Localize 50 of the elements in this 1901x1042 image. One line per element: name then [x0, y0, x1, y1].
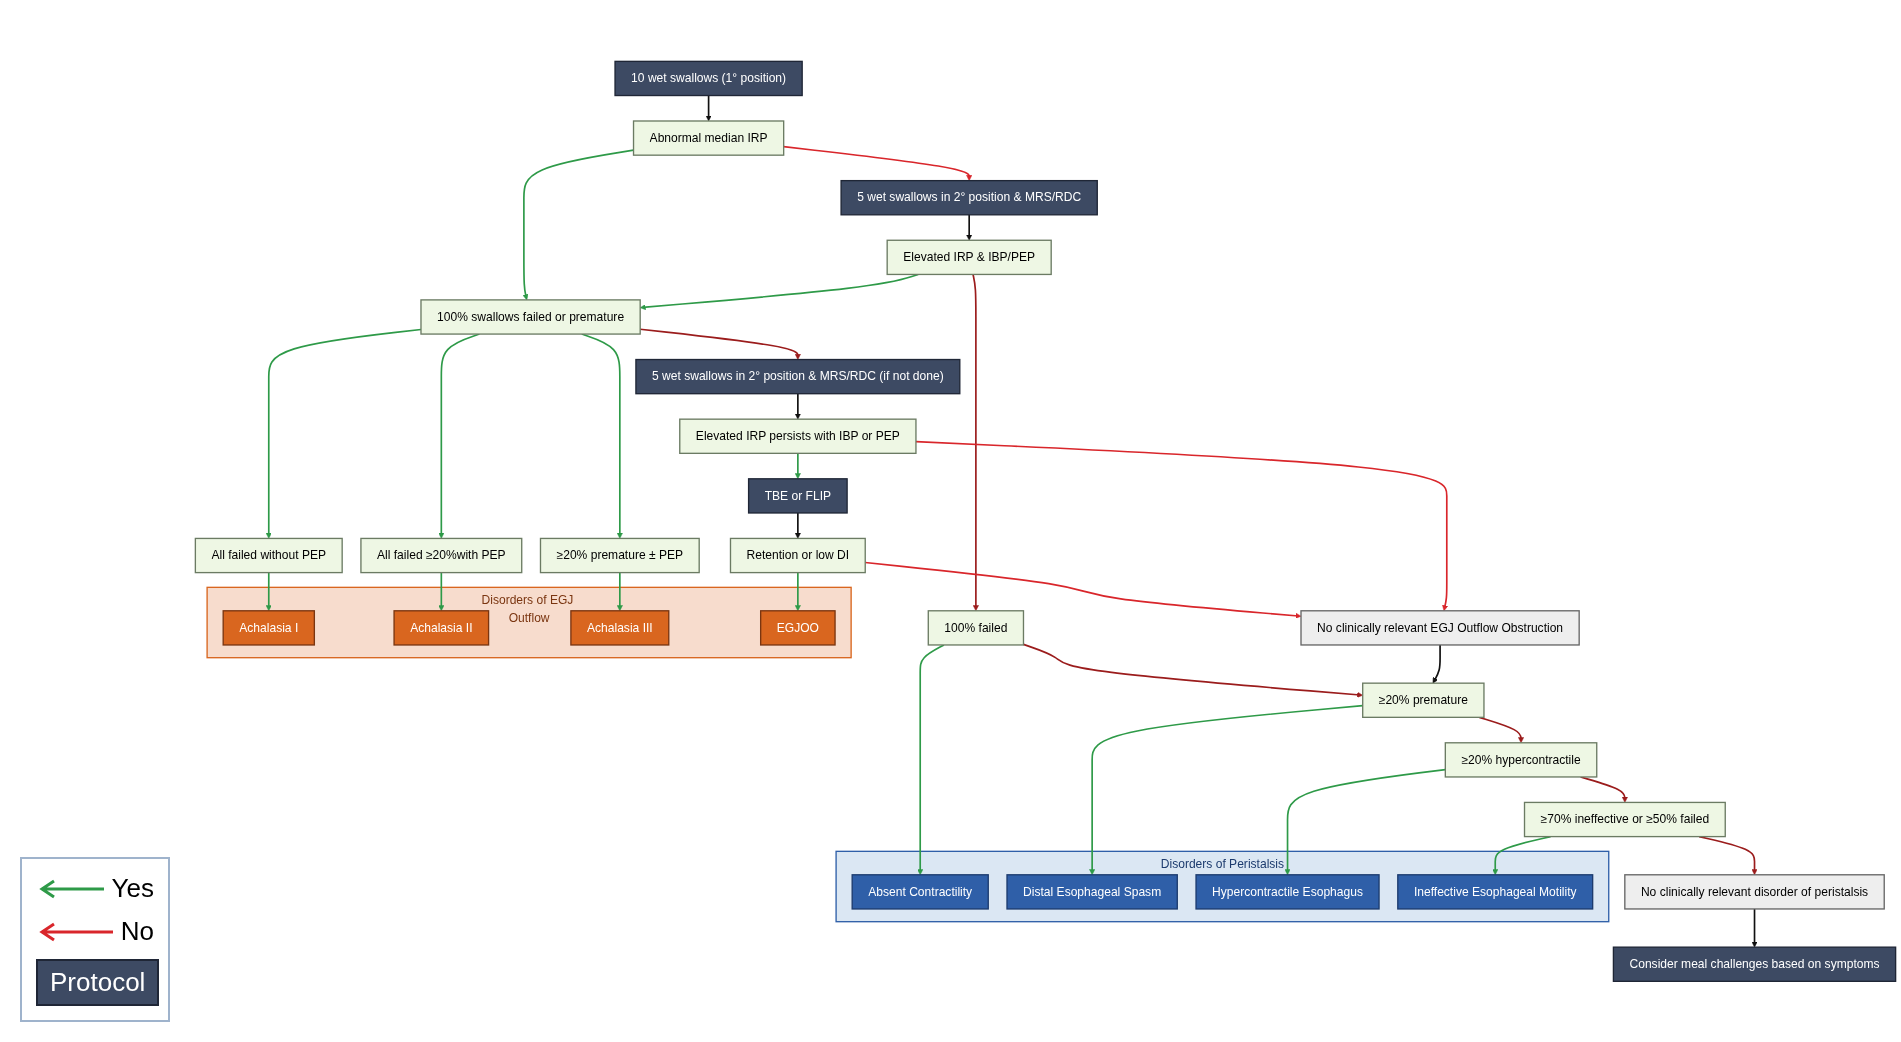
outcome-box: No clinically relevant EGJ Outflow Obstruction — [1300, 609, 1580, 646]
arrow — [794, 392, 801, 420]
outcome-box: No clinically relevant disorder of peristalsis — [1624, 873, 1885, 910]
arrow — [1478, 716, 1524, 743]
criterion-box: Retention or low DI — [729, 537, 866, 573]
criterion-box: 100% failed — [927, 609, 1025, 646]
arrow — [1022, 643, 1363, 698]
group-title: Disorders of Peristalsis — [1160, 857, 1285, 871]
criterion-box: ≥70% ineffective or ≥50% failed — [1523, 801, 1726, 837]
protocol-box: Consider meal challenges based on symptoms — [1612, 946, 1897, 982]
criterion-box: Abnormal median IRP — [632, 120, 785, 156]
arrow — [794, 571, 801, 611]
arrow — [1432, 643, 1441, 684]
arrow — [438, 571, 445, 611]
diagnosis-box: Ineffective Esophageal Motility — [1397, 873, 1594, 910]
protocol-box: 5 wet swallows in 2° position & MRS/RDC — [840, 179, 1098, 216]
criterion-box: ≥20% hypercontractile — [1444, 741, 1598, 778]
diagnosis-box: Achalasia II — [393, 609, 490, 646]
diagnosis-box: Absent Contractility — [851, 873, 989, 910]
protocol-box: 10 wet swallows (1° position) — [614, 60, 803, 96]
arrow — [794, 452, 801, 479]
arrow — [917, 643, 945, 875]
arrow — [705, 94, 712, 121]
arrow — [616, 571, 623, 611]
legend-label: Protocol — [36, 959, 160, 1006]
criterion-box: ≥20% premature ± PEP — [539, 537, 700, 573]
criterion-box: Elevated IRP persists with IBP or PEP — [679, 418, 917, 454]
criterion-box: ≥20% premature — [1362, 682, 1485, 718]
criterion-box: All failed without PEP — [194, 537, 343, 573]
arrow — [966, 213, 973, 241]
criterion-box: Elevated IRP & IBP/PEP — [886, 239, 1052, 275]
protocol-box: 5 wet swallows in 2° position & MRS/RDC (if not done) — [635, 358, 961, 395]
protocol-box: TBE or FLIP — [747, 477, 848, 514]
diagnosis-box: Achalasia I — [222, 609, 316, 646]
diagnosis-box: Distal Esophageal Spasm — [1006, 873, 1178, 910]
criterion-box: All failed ≥20%with PEP — [360, 537, 523, 573]
arrow — [580, 332, 623, 539]
arrow — [438, 332, 481, 539]
arrow — [972, 273, 979, 611]
arrow — [794, 511, 801, 539]
arrow — [1698, 835, 1758, 875]
arrow — [915, 440, 1448, 611]
arrow — [265, 571, 272, 611]
legend-label: No — [120, 916, 154, 947]
legend-label: Yes — [111, 873, 154, 904]
arrow — [1751, 907, 1758, 948]
diagnosis-box: EGJOO — [760, 609, 836, 646]
diagnosis-box: Achalasia III — [570, 609, 670, 646]
criterion-box: 100% swallows failed or premature — [420, 298, 641, 335]
diagnosis-box: Hypercontractile Esophagus — [1195, 873, 1380, 910]
